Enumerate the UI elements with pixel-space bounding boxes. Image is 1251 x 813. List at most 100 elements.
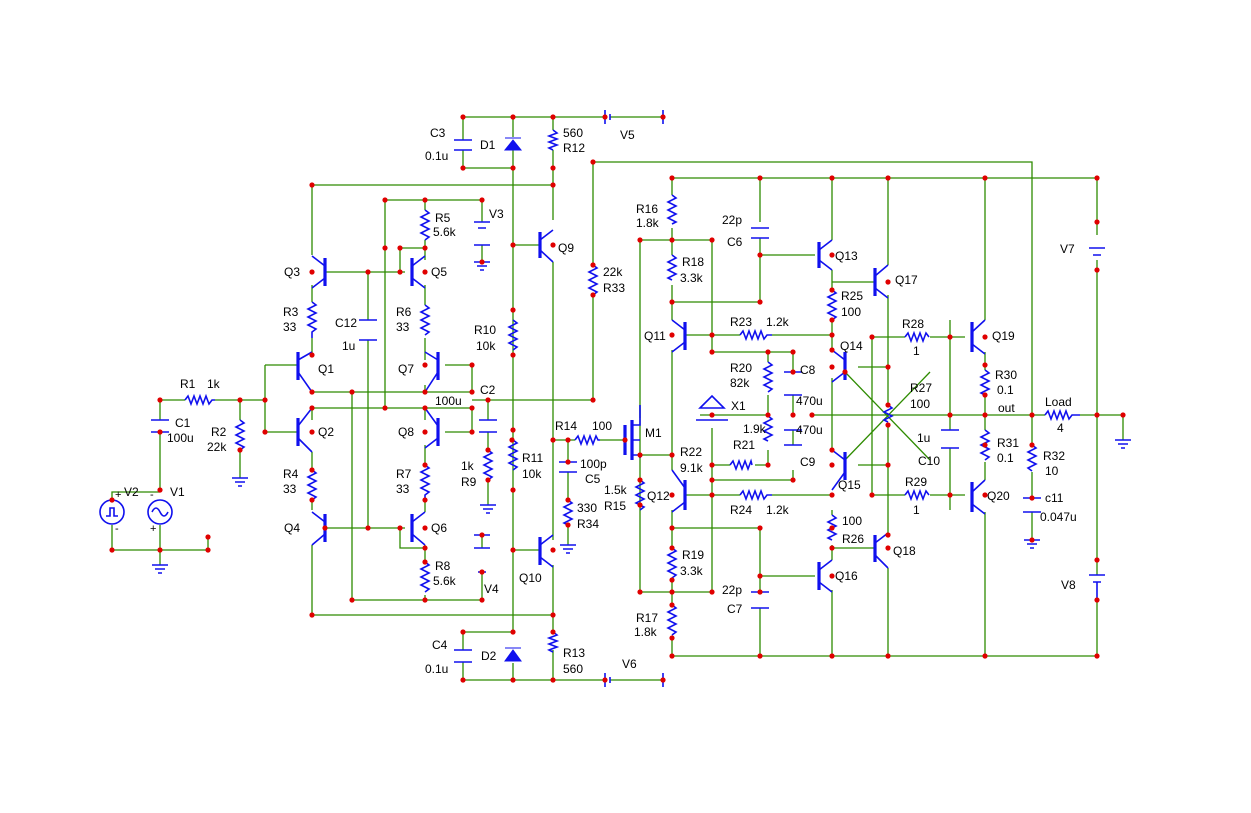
junction-dot <box>469 405 475 411</box>
junction-dot <box>1094 412 1100 418</box>
junction-dot <box>982 334 988 340</box>
junction-dot <box>829 287 835 293</box>
label-v5: V5 <box>620 128 635 142</box>
resistor-r34 <box>562 499 574 526</box>
resistor-r7 <box>419 464 431 500</box>
label-c6-value: 22p <box>722 213 742 227</box>
label-d1: D1 <box>480 138 496 152</box>
junction-dot <box>637 589 643 595</box>
resistor-r16 <box>666 194 678 225</box>
junction-dot <box>422 389 428 395</box>
junction-dot <box>485 447 491 453</box>
junction-dot <box>157 397 163 403</box>
junction-dot <box>829 252 835 258</box>
junction-dot <box>422 462 428 468</box>
label-r26: R26 <box>842 532 864 546</box>
junction-dot <box>669 175 675 181</box>
ground-icon <box>480 504 496 514</box>
v2-plus-mark: + <box>115 489 121 501</box>
capacitor-c2 <box>479 419 497 433</box>
resistor-r12 <box>546 129 560 151</box>
capacitor-c6 <box>751 227 769 239</box>
junction-dot <box>829 175 835 181</box>
junction-dot <box>660 114 666 120</box>
junction-dot <box>460 114 466 120</box>
junction-dot <box>422 525 428 531</box>
junction-dot <box>809 412 815 418</box>
label-r33: R33 <box>603 281 625 295</box>
junction-dot <box>829 573 835 579</box>
junction-dot <box>982 492 988 498</box>
diode-d1 <box>503 137 523 151</box>
junction-dot <box>829 545 835 551</box>
resistor-r9 <box>482 449 494 481</box>
junction-dot <box>1029 537 1035 543</box>
junction-dot <box>982 412 988 418</box>
junction-dot <box>460 165 466 171</box>
zener-x1 <box>696 394 728 421</box>
junction-dot <box>790 412 796 418</box>
resistor-load <box>1044 408 1080 422</box>
label-c11: c11 <box>1045 491 1064 505</box>
junction-dot <box>790 369 796 375</box>
capacitor-c12 <box>359 319 377 341</box>
ground-icon <box>1115 439 1131 449</box>
junction-dot <box>637 477 643 483</box>
junction-dot <box>982 175 988 181</box>
junction-dot <box>947 412 953 418</box>
label-c9-value: 470u <box>796 423 823 437</box>
label-r2-value: 22k <box>207 440 227 454</box>
label-q3: Q3 <box>284 265 300 279</box>
label-r23-value: 1.2k <box>766 315 790 329</box>
label-v7: V7 <box>1060 242 1075 256</box>
junction-dot <box>510 487 516 493</box>
label-r1-value: 1k <box>207 377 221 391</box>
label-c3-value: 0.1u <box>425 149 448 163</box>
resistor-r21 <box>762 415 774 442</box>
junction-dot <box>602 114 608 120</box>
junction-dot <box>382 245 388 251</box>
junction-dot <box>422 545 428 551</box>
label-r8-value: 5.6k <box>433 574 457 588</box>
label-q19: Q19 <box>992 329 1015 343</box>
junction-dot <box>829 347 835 353</box>
junction-dot <box>885 279 891 285</box>
resistor-r29 <box>904 488 930 502</box>
label-c4: C4 <box>432 638 448 652</box>
junction-dot <box>765 412 771 418</box>
label-c10: C10 <box>918 454 940 468</box>
label-r33-value: 22k <box>603 265 623 279</box>
junction-dot <box>709 412 715 418</box>
junction-dot <box>590 397 596 403</box>
label-v8: V8 <box>1061 578 1076 592</box>
junction-dot <box>669 332 675 338</box>
junction-dot <box>237 397 243 403</box>
junction-dot <box>885 364 891 370</box>
label-r21: R21 <box>733 438 755 452</box>
label-r34: R34 <box>577 517 599 531</box>
resistor-r24 <box>739 488 772 502</box>
label-c7: C7 <box>727 602 743 616</box>
junction-dot <box>309 497 315 503</box>
junction-dot <box>669 653 675 659</box>
junction-dot <box>709 477 715 483</box>
ground-icon <box>232 477 248 487</box>
junction-dot <box>565 459 571 465</box>
label-c4-value: 0.1u <box>425 662 448 676</box>
junction-dot <box>637 237 643 243</box>
junction-dot <box>660 677 666 683</box>
resistor-r13 <box>546 631 560 653</box>
junction-dot <box>550 242 556 248</box>
junction-dot <box>709 589 715 595</box>
label-v6: V6 <box>622 657 637 671</box>
junction-dot <box>479 569 485 575</box>
label-q16: Q16 <box>835 569 858 583</box>
label-c3: C3 <box>430 126 446 140</box>
label-r24-value: 1.2k <box>766 503 790 517</box>
junction-dot <box>510 427 516 433</box>
v1-minus-mark: - <box>150 489 154 501</box>
junction-dot <box>982 362 988 368</box>
junction-dot <box>422 497 428 503</box>
resistor-r1 <box>184 393 215 407</box>
